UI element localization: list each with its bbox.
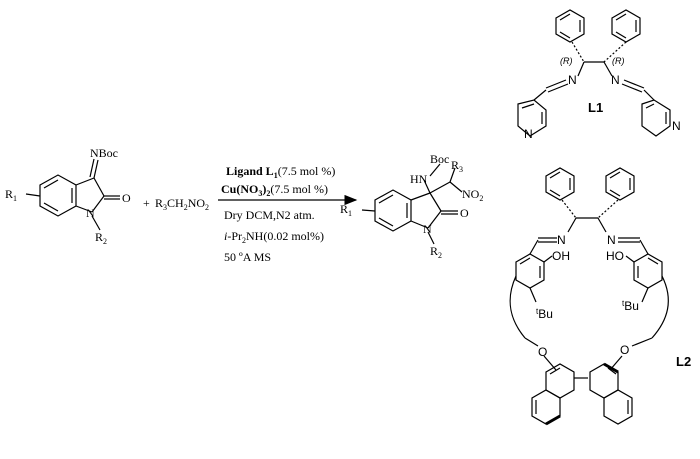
product-r3-label: R3 — [451, 158, 463, 174]
ligand-l2-structure — [509, 167, 669, 425]
base-condition: i-Pr2NH(0.02 mol%) — [224, 229, 324, 245]
l2-oh-right: HO — [606, 249, 624, 263]
product-hn-label: HN — [410, 172, 428, 186]
l2-imine-n-right: N — [607, 233, 616, 247]
ligand-l1-structure — [517, 9, 671, 137]
product-no2-label: NO2 — [462, 187, 483, 203]
product-r1-label: R1 — [340, 202, 352, 218]
l2-oh-left: OH — [552, 249, 570, 263]
solvent-condition: Dry DCM,N2 atm. — [224, 208, 315, 222]
l2-label: L2 — [676, 354, 691, 369]
copper-condition: Cu(NO3)2(7.5 mol %) — [221, 182, 328, 198]
isatin-ketimine-structure — [25, 158, 120, 231]
l2-ether-o-right: O — [620, 343, 629, 357]
nboc-label: NBoc — [90, 146, 118, 160]
l1-imine-n-right: N — [611, 73, 620, 87]
product-boc-label: Boc — [430, 152, 449, 166]
ligand-condition: Ligand L1(7.5 mol %) — [226, 164, 335, 180]
r2-label: R2 — [95, 230, 107, 246]
product-amide-n-label: N — [423, 222, 432, 236]
l2-tbu-left: tBu — [536, 307, 553, 321]
r1-label: R1 — [5, 187, 17, 203]
sieve-condition: 50 ºA MS — [224, 250, 271, 264]
product-structure — [361, 163, 463, 245]
plus-sign: + — [143, 196, 150, 210]
amide-n-label: N — [86, 206, 95, 220]
l1-imine-n-left: N — [568, 73, 577, 87]
l1-stereo-right: (R) — [612, 56, 625, 66]
l1-label: L1 — [588, 100, 603, 115]
l1-pyridine-n-right: N — [672, 119, 681, 133]
l1-stereo-left: (R) — [560, 56, 573, 66]
product-r2-label: R2 — [430, 244, 442, 260]
product-carbonyl-o-label: O — [460, 206, 469, 220]
l1-pyridine-n-left: N — [524, 127, 533, 141]
l2-imine-n-left: N — [557, 233, 566, 247]
binaphthyl-bold-bonds — [545, 362, 619, 426]
carbonyl-o-label: O — [122, 191, 131, 205]
l2-ether-o-left: O — [538, 345, 547, 359]
l2-tbu-right: tBu — [622, 299, 639, 313]
nitroalkane-formula: R3CH2NO2 — [155, 196, 209, 212]
